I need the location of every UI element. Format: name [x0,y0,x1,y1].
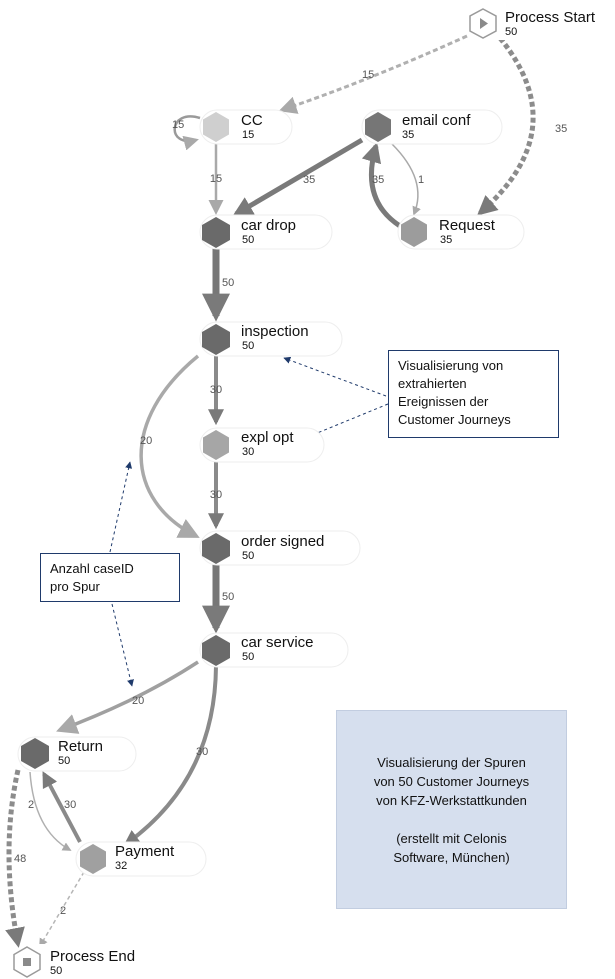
node-label: Process End [50,948,135,965]
edge-label-email-cardrop: 35 [303,174,315,186]
edge-label-inspection-order: 20 [140,435,152,447]
node-order-signed[interactable]: order signed 50 [199,530,361,566]
node-count: 50 [242,234,254,246]
node-count: 15 [242,129,254,141]
edge-return-end [5,769,25,948]
edge-label-return-payment: 2 [28,799,34,811]
node-return[interactable]: Return 50 [17,736,137,772]
edge-label-request-email: 35 [372,174,384,186]
node-count: 35 [440,234,452,246]
edge-label-email-request: 1 [418,174,424,186]
node-count: 50 [505,26,517,38]
edge-payment-return [42,771,82,843]
node-label: Process Start [505,9,596,26]
caseid-annotation-box: Anzahl caseID pro Spur [40,553,180,602]
play-icon [480,18,488,29]
edge-email-cardrop [232,137,364,217]
edge-label-service-payment: 30 [196,746,208,758]
edge-cc-self [173,115,201,151]
node-label: CC [241,112,263,129]
edge-email-request [391,143,421,216]
node-process-start[interactable]: Process Start 50 [469,6,614,40]
node-process-end[interactable]: Process End 50 [13,944,160,978]
edge-label-inspection-expl: 30 [210,384,222,396]
node-label: Return [58,738,103,755]
note-arrow-edge-service-return [111,603,134,687]
node-inspection[interactable]: inspection 50 [199,321,343,357]
node-label: inspection [241,323,309,340]
edge-inspection-order [139,354,200,538]
edge-service-return [56,660,199,734]
node-label: expl opt [241,429,294,446]
edge-label-service-return: 20 [132,695,144,707]
node-label: car drop [241,217,296,234]
stop-icon [23,958,31,966]
node-count: 50 [242,550,254,562]
summary-box: Visualisierung der Spuren von 50 Custome… [336,710,567,909]
edge-label-start-request: 35 [555,123,567,135]
edge-label-order-service: 50 [222,591,234,603]
node-label: car service [241,634,314,651]
edge-request-email [361,142,402,229]
node-label: order signed [241,533,324,550]
node-cc[interactable]: CC 15 [199,109,293,145]
node-count: 50 [50,965,62,977]
edge-label-cc-self: 15 [172,119,184,131]
node-car-drop[interactable]: car drop 50 [199,214,333,250]
edge-service-payment [123,665,218,846]
node-label: Request [439,217,496,234]
edge-label-cc-cardrop: 15 [210,173,222,185]
edge-label-return-end: 48 [14,853,26,865]
node-count: 30 [242,446,254,458]
note-arrow-inspection [283,356,387,397]
node-payment[interactable]: Payment 32 [75,841,207,877]
node-count: 35 [402,129,414,141]
edge-label-cardrop-inspection: 50 [222,277,234,289]
edge-label-start-cc: 15 [362,69,374,81]
edge-label-expl-order: 30 [210,489,222,501]
events-annotation-box: Visualisierung von extrahierten Ereignis… [388,350,559,438]
edge-return-payment [29,771,72,851]
node-request[interactable]: Request 35 [397,214,525,250]
edge-start-request [476,36,536,216]
node-email-conf[interactable]: email conf 35 [361,109,503,145]
node-count: 50 [242,651,254,663]
edge-start-cc [278,34,468,114]
node-count: 50 [58,755,70,767]
edge-label-payment-return: 30 [64,799,76,811]
node-count: 50 [242,340,254,352]
node-label: email conf [402,112,471,129]
node-count: 32 [115,860,127,872]
note-arrow-expl-opt [309,403,389,437]
edge-payment-end [39,871,85,948]
node-car-service[interactable]: car service 50 [199,632,349,668]
note-arrow-edge-20 [109,461,133,553]
node-expl-opt[interactable]: expl opt 30 [199,427,325,463]
edge-label-payment-end: 2 [60,905,66,917]
node-label: Payment [115,843,175,860]
